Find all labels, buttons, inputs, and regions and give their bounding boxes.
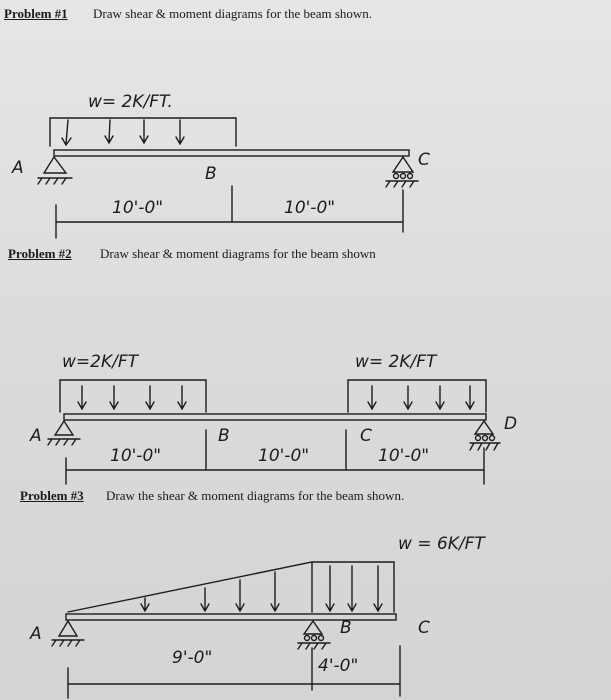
problem-3-span-ab: 9'-0" bbox=[172, 648, 213, 668]
problem-1-roller-support-c bbox=[385, 155, 419, 188]
problem-3-point-c: C bbox=[418, 618, 430, 638]
problem-2-span-bc: 10'-0" bbox=[258, 446, 310, 466]
problem-2-load-right: w= 2K/FT bbox=[355, 352, 437, 372]
problem-1-instruction: Draw shear & moment diagrams for the bea… bbox=[93, 6, 373, 21]
problem-2-beam-diagram bbox=[47, 379, 501, 485]
problem-1-point-b: B bbox=[205, 164, 217, 184]
problem-2-roller-support-d bbox=[469, 419, 501, 451]
problem-1-beam-diagram bbox=[37, 117, 419, 239]
problem-1-load-label: w= 2K/FT. bbox=[88, 92, 173, 112]
problem-2-point-d: D bbox=[504, 414, 518, 434]
problem-3-load-outline bbox=[67, 561, 395, 613]
problem-3-point-a: A bbox=[30, 624, 42, 644]
problem-2-beam bbox=[63, 413, 487, 421]
problem-2-load-left: w=2K/FT bbox=[62, 352, 139, 372]
problem-1-pin-support-a bbox=[37, 155, 73, 185]
problem-1-point-a: A bbox=[12, 158, 24, 178]
problem-3-dimension-line bbox=[67, 645, 401, 699]
problem-3-label: Problem #3 bbox=[20, 488, 84, 503]
problem-3-instruction: Draw the shear & moment diagrams for the… bbox=[106, 488, 405, 503]
problem-1-span-ab: 10'-0" bbox=[112, 198, 164, 218]
problem-1-udl-box bbox=[49, 117, 237, 147]
problem-1-point-c: C bbox=[418, 150, 430, 170]
problem-1-span-bc: 10'-0" bbox=[284, 198, 336, 218]
problem-3-point-b: B bbox=[340, 618, 352, 638]
problem-3-pin-support-a bbox=[51, 619, 85, 647]
problem-1-load-arrows bbox=[61, 119, 185, 147]
problem-3-load-label: w = 6K/FT bbox=[398, 534, 485, 554]
problem-2-point-b: B bbox=[218, 426, 230, 446]
problem-1-label: Problem #1 bbox=[4, 6, 68, 21]
problem-3-span-bc: 4'-0" bbox=[318, 656, 359, 676]
problem-3-beam-diagram bbox=[51, 561, 401, 699]
problem-2-udl-box-left bbox=[59, 379, 207, 413]
problem-1-dimension-line bbox=[55, 185, 404, 239]
problem-2-dimension-line bbox=[65, 429, 485, 485]
problem-2-instruction: Draw shear & moment diagrams for the bea… bbox=[100, 246, 376, 261]
problem-2-point-c: C bbox=[360, 426, 372, 446]
problem-2-point-a: A bbox=[30, 426, 42, 446]
problem-2-pin-support-a bbox=[47, 419, 81, 446]
problem-3-beam bbox=[65, 613, 397, 621]
problem-2-span-cd: 10'-0" bbox=[378, 446, 430, 466]
problem-3-roller-support-b bbox=[297, 619, 331, 650]
problem-3-load-arrows bbox=[140, 565, 383, 613]
problem-1-beam bbox=[53, 149, 410, 157]
problem-2-load-arrows bbox=[77, 385, 475, 411]
problem-2-span-ab: 10'-0" bbox=[110, 446, 162, 466]
problem-2-udl-box-right bbox=[347, 379, 487, 413]
problem-2-label: Problem #2 bbox=[8, 246, 72, 261]
